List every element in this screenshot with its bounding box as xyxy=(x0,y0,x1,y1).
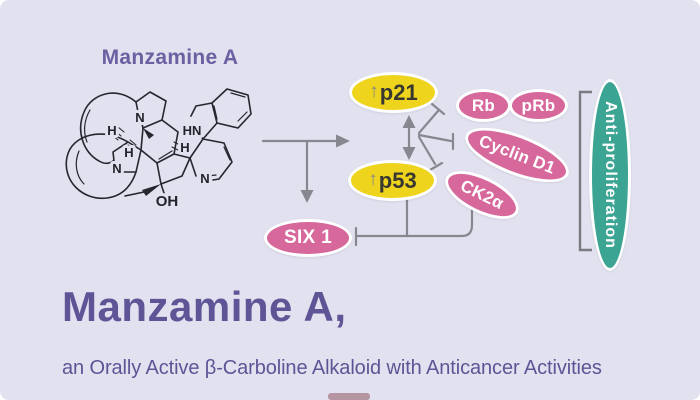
main-arrowhead xyxy=(336,134,350,148)
inhibit-ck2a-line xyxy=(417,135,437,166)
page-subtitle: an Orally Active β-Carboline Alkaloid wi… xyxy=(62,357,602,379)
node-prb-label: pRb xyxy=(521,95,556,115)
inhibit-rb-bar xyxy=(430,102,446,116)
pathway-arrows xyxy=(261,102,474,247)
atom-label-n-pyridine: N xyxy=(200,171,209,186)
node-prb: pRb xyxy=(509,89,568,122)
node-six1: SIX 1 xyxy=(264,219,352,257)
node-p21: ↑ p21 xyxy=(349,72,438,113)
node-anti-proliferation-label: Anti-proliferation xyxy=(602,101,620,249)
node-six1-label: SIX 1 xyxy=(284,227,332,248)
node-p21-label: p21 xyxy=(379,79,418,105)
atom-label-h2: H xyxy=(124,145,133,160)
six1-branch-arrowhead xyxy=(300,190,314,203)
molecule-title: Manzamine A xyxy=(101,46,239,69)
node-anti-proliferation: Anti-proliferation xyxy=(589,79,631,271)
inhibit-cyclind1-line xyxy=(417,133,453,143)
atom-label-n-left: N xyxy=(112,161,121,176)
group-bracket xyxy=(578,90,592,252)
inhibit-rb-line xyxy=(417,109,440,135)
molecule-structure xyxy=(65,88,252,199)
ck2a-curve-line xyxy=(460,207,474,238)
up-arrow-icon: ↑ xyxy=(369,80,379,102)
page-title: Manzamine A, xyxy=(62,283,347,330)
node-p53-label: p53 xyxy=(378,167,417,193)
node-rb-label: Rb xyxy=(471,95,496,115)
atom-label-n-top: N xyxy=(135,110,144,125)
atom-label-hn: HN xyxy=(183,123,202,138)
up-arrow-icon: ↑ xyxy=(368,168,378,190)
node-p53: ↑ p53 xyxy=(348,160,437,201)
atom-label-h1: H xyxy=(107,123,116,138)
atom-labels: HN N N N H H H OH xyxy=(104,107,212,213)
node-rb: Rb xyxy=(456,89,511,122)
bottom-edge-mark xyxy=(328,393,370,400)
atom-label-oh: OH xyxy=(156,193,179,210)
inhibit-ck2a-bar xyxy=(428,161,444,172)
atom-label-h3: H xyxy=(180,140,189,155)
